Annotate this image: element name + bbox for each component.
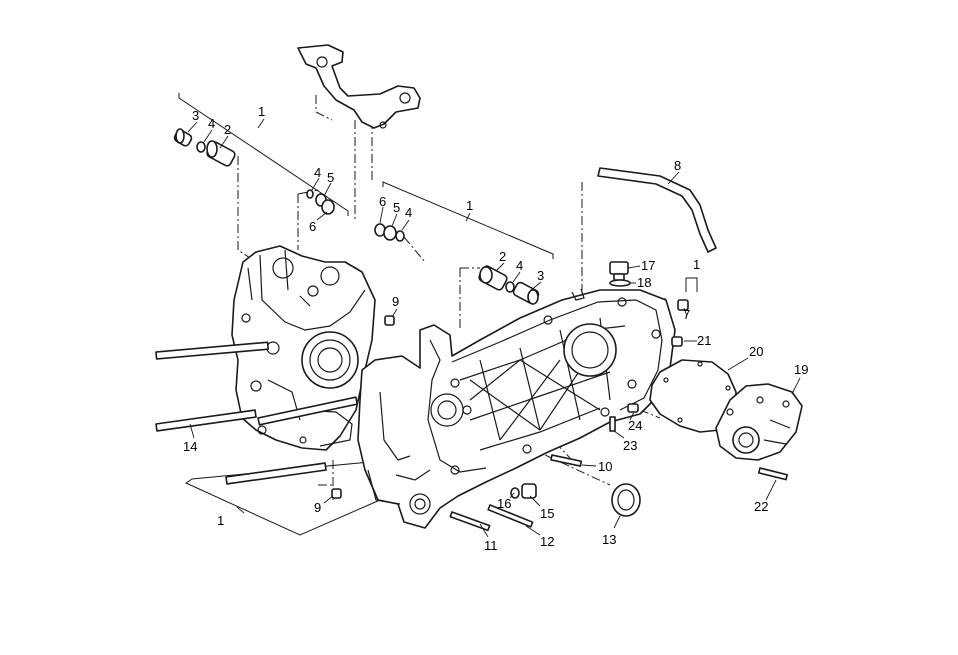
callout-4: 4 [314, 165, 321, 180]
breather-hose-8 [597, 167, 717, 253]
callout-7: 7 [683, 307, 690, 322]
callout-4: 4 [208, 116, 215, 131]
oring-4-left [196, 141, 206, 153]
callout-2: 2 [224, 122, 231, 137]
callout-leader-lines [187, 121, 801, 538]
callout-9: 9 [392, 294, 399, 309]
plug-15-washer-16 [510, 483, 537, 499]
stud-bolts [155, 341, 359, 485]
dowel-21 [671, 336, 683, 347]
bolt-11 [449, 511, 491, 532]
bolts-22 [757, 467, 788, 481]
callout-6: 6 [379, 194, 386, 209]
callout-10: 10 [598, 459, 612, 474]
callout-2: 2 [499, 249, 506, 264]
center-crankcase-half [357, 288, 676, 529]
seal-set-upper-left [306, 189, 335, 215]
bushing-3-left [173, 128, 193, 147]
callout-8: 8 [674, 158, 681, 173]
callout-5: 5 [393, 200, 400, 215]
bushing-2-left [206, 140, 236, 167]
callout-6: 6 [309, 219, 316, 234]
callout-20: 20 [749, 344, 763, 359]
callout-15: 15 [540, 506, 554, 521]
bolt-10 [550, 454, 583, 467]
callout-23: 23 [623, 438, 637, 453]
callout-13: 13 [602, 532, 616, 547]
left-crankcase-half [231, 245, 376, 451]
seal-set-center [374, 223, 405, 242]
oil-seal-13 [611, 483, 641, 517]
bolt-23 [609, 416, 616, 432]
callout-22: 22 [754, 499, 768, 514]
group-bracket-right [685, 277, 698, 292]
callout-4: 4 [405, 205, 412, 220]
sealing-washer-18 [609, 279, 631, 287]
callout-1: 1 [693, 257, 700, 272]
callout-4: 4 [516, 258, 523, 273]
cover-19 [715, 383, 803, 461]
callout-14: 14 [183, 439, 197, 454]
callout-9: 9 [314, 500, 321, 515]
bolt-12 [487, 504, 534, 528]
dowel-24 [627, 403, 639, 413]
callout-3: 3 [192, 108, 199, 123]
oil-drain-plug-17 [609, 261, 629, 281]
callout-labels: 1 3 4 2 4 5 6 6 5 4 1 8 2 4 3 17 18 1 7 … [183, 104, 808, 553]
bushing-2-right [478, 265, 508, 291]
dowel-9-upper [384, 315, 395, 326]
callout-11: 11 [484, 538, 498, 553]
upper-bracket-part [297, 44, 421, 129]
callout-5: 5 [327, 170, 334, 185]
callout-1: 1 [258, 104, 265, 119]
callout-19: 19 [794, 362, 808, 377]
callout-24: 24 [628, 418, 642, 433]
callout-1: 1 [466, 198, 473, 213]
dowel-9-lower [331, 488, 342, 499]
callout-12: 12 [540, 534, 554, 549]
group-bracket-upper-center [382, 181, 554, 259]
callout-18: 18 [637, 275, 651, 290]
callout-1: 1 [217, 513, 224, 528]
callout-17: 17 [641, 258, 655, 273]
callout-16: 16 [497, 496, 511, 511]
group-bracket-upper-left [178, 93, 349, 216]
callout-3: 3 [537, 268, 544, 283]
bushing-3-right [512, 281, 540, 305]
callout-21: 21 [697, 333, 711, 348]
oring-4-right [505, 281, 515, 293]
dowel-7 [677, 299, 689, 311]
